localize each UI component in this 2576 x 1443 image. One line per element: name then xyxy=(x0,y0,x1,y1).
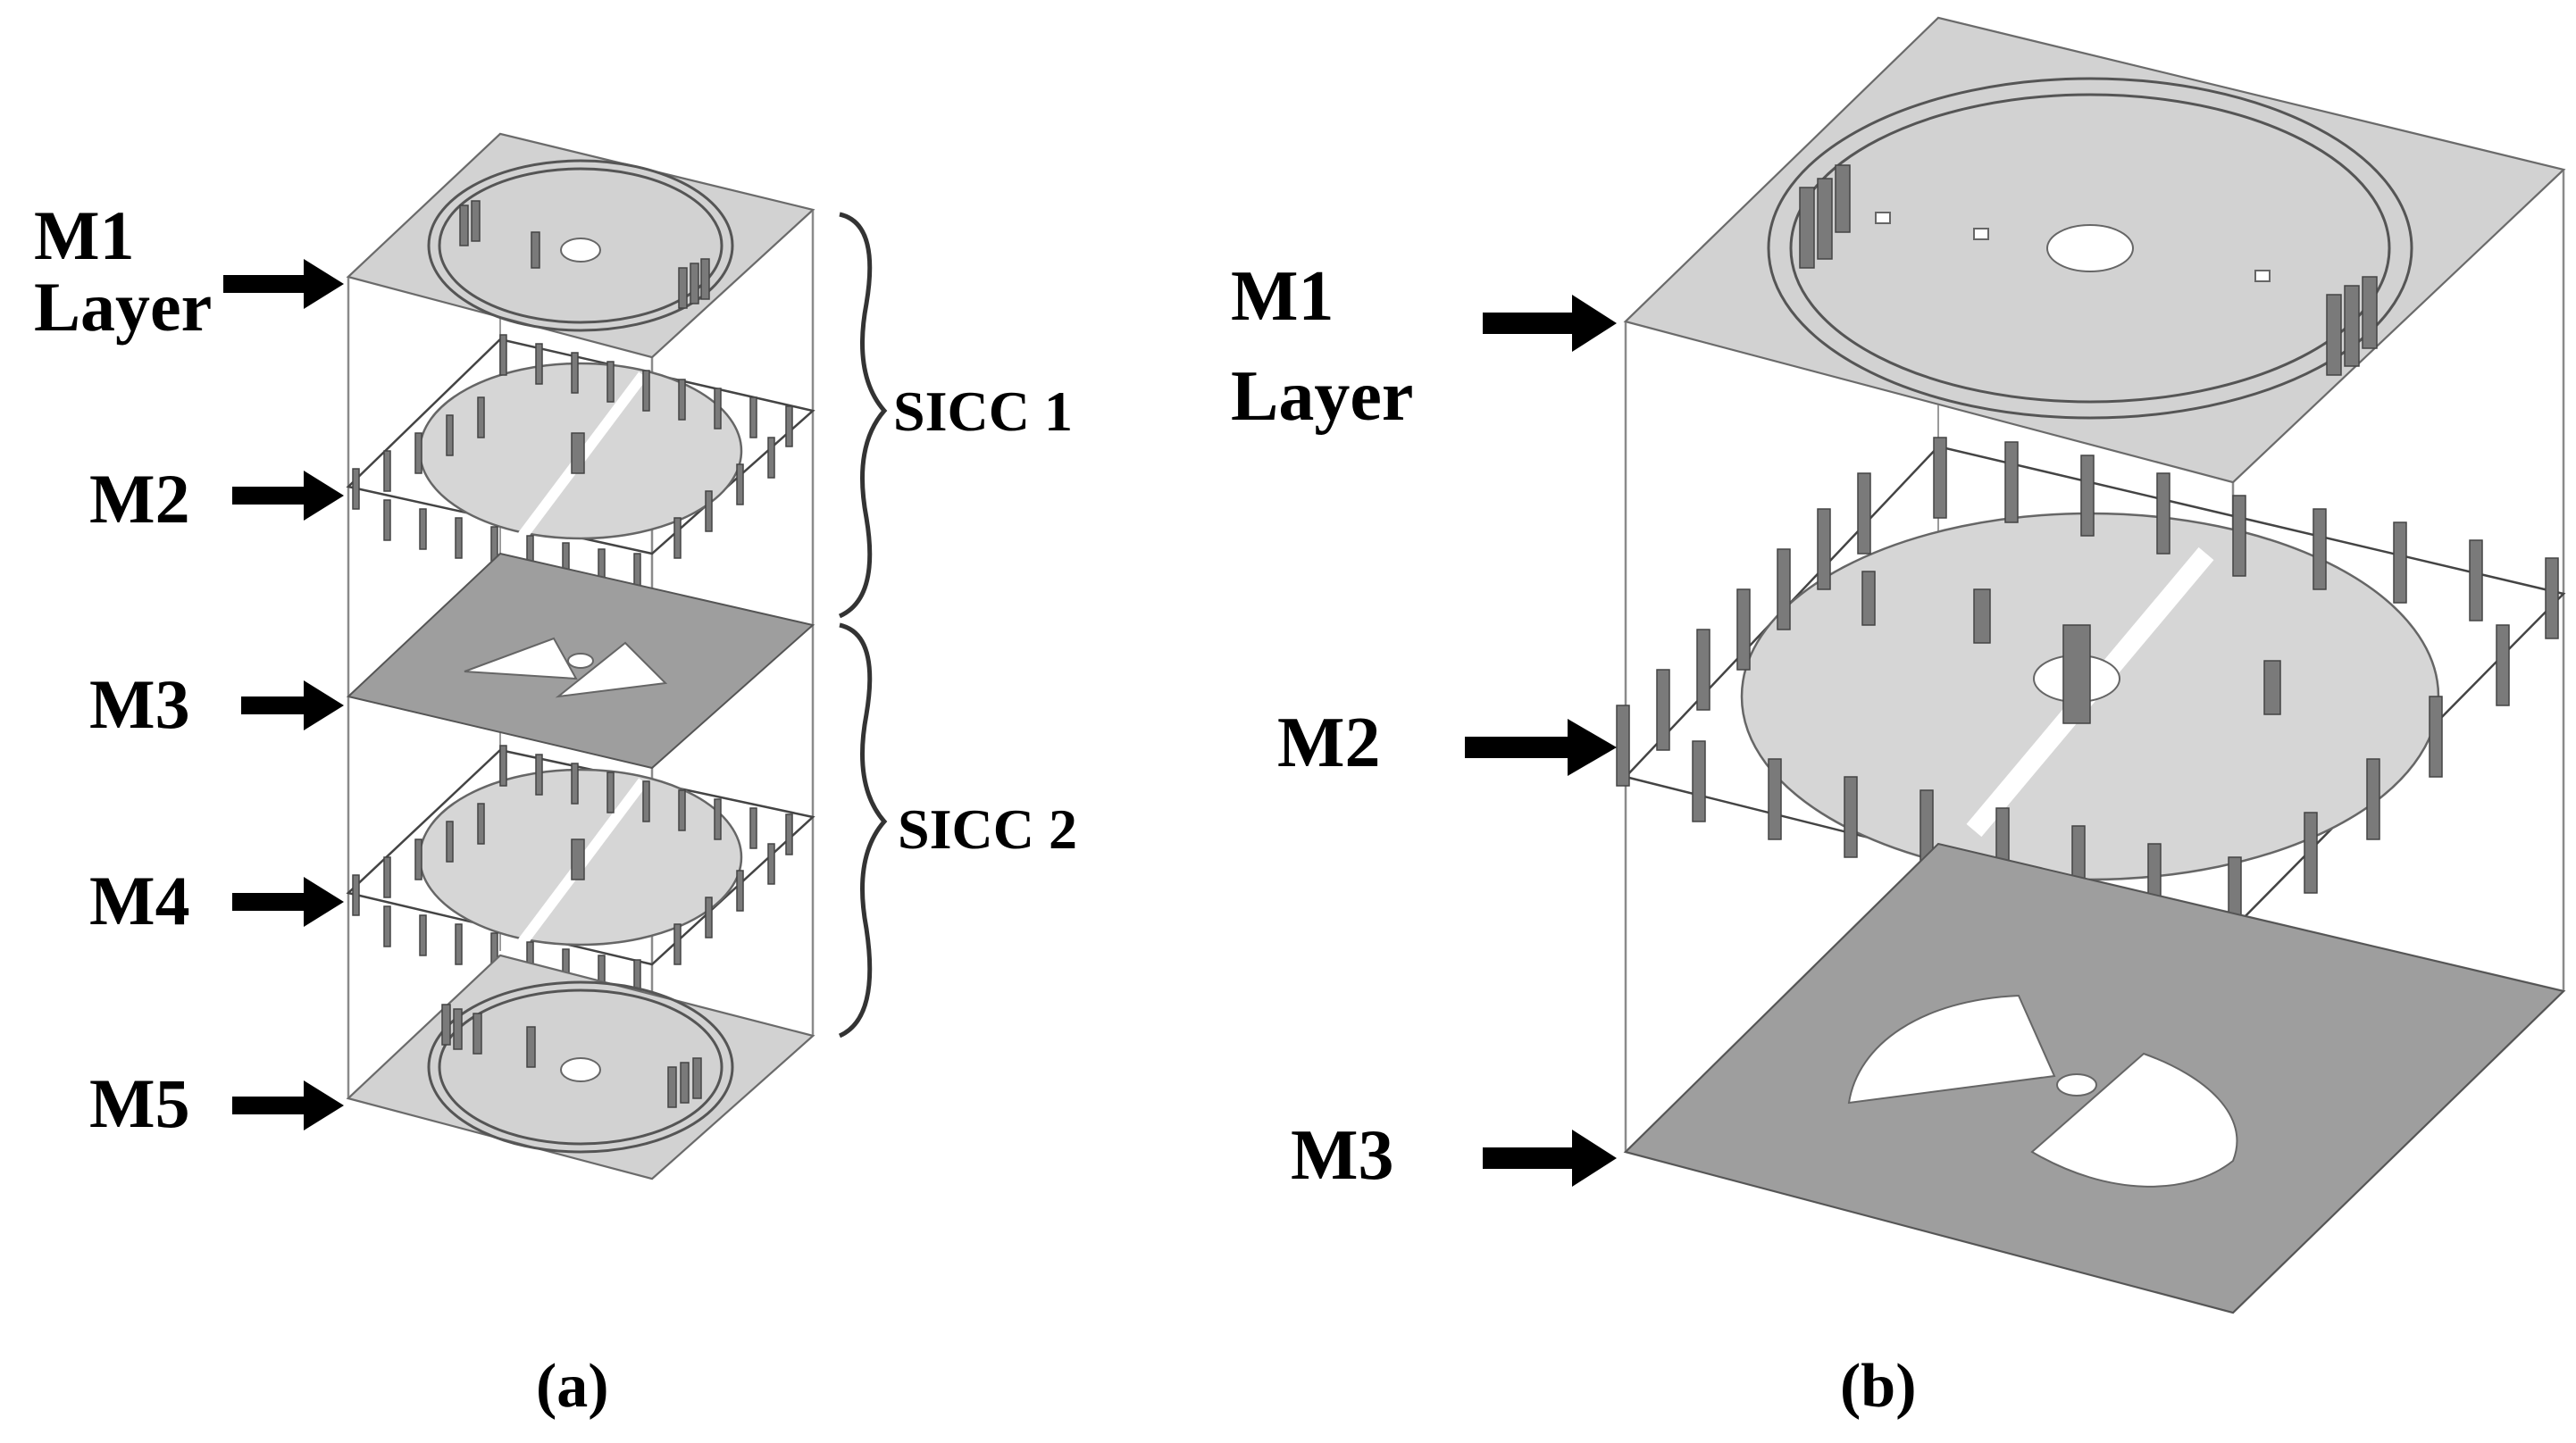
panel-a-m3-layer xyxy=(346,552,815,770)
panel-a-m1-layer xyxy=(347,132,815,359)
label-sicc2: SICC 2 xyxy=(898,797,1077,861)
panel-b-m3-layer xyxy=(1624,842,2566,1314)
brace-sicc1 xyxy=(838,212,888,619)
panel-b-m1-layer xyxy=(1624,16,2566,484)
label-m1-layer-b: Layer xyxy=(1231,357,1413,436)
panel-a-braces xyxy=(838,212,888,1038)
label-m3-a: M3 xyxy=(89,665,190,743)
label-m1-a: M1 xyxy=(34,196,135,274)
panel-a: M1 Layer M2 M3 M4 M5 SICC 1 SICC 2 (a) xyxy=(34,132,1077,1421)
panel-a-m2-layer xyxy=(346,334,815,595)
panel-a-m4-vias xyxy=(352,745,793,1001)
label-m2-a: M2 xyxy=(89,460,190,538)
brace-sicc2 xyxy=(838,622,888,1038)
label-sicc1: SICC 1 xyxy=(893,380,1073,443)
panel-a-m5-layer xyxy=(347,954,815,1180)
arrow-m4-a xyxy=(232,877,344,927)
caption-b: (b) xyxy=(1840,1352,1917,1421)
arrow-m5-a xyxy=(232,1080,344,1130)
arrow-m2-a xyxy=(232,471,344,521)
panel-b-m2-layer xyxy=(1616,437,2566,938)
label-m4-a: M4 xyxy=(89,862,190,939)
arrow-m3-a xyxy=(241,680,344,730)
arrow-m2-b xyxy=(1465,719,1617,776)
caption-a: (a) xyxy=(536,1352,609,1421)
panel-b-m2-vias xyxy=(1616,437,2559,938)
arrow-m1-b xyxy=(1483,295,1617,352)
label-m1-layer-a: Layer xyxy=(34,268,212,346)
panel-a-m2-vias xyxy=(352,334,793,595)
label-m1-b: M1 xyxy=(1231,257,1334,336)
label-m2-b: M2 xyxy=(1277,704,1381,782)
panel-b-arrows xyxy=(1465,295,1617,1187)
panel-a-arrows xyxy=(223,259,344,1130)
panel-b: M1 Layer M2 M3 (b) xyxy=(1231,16,2566,1421)
arrow-m1-a xyxy=(223,259,344,309)
panel-a-m4-layer xyxy=(346,745,815,1001)
label-m5-a: M5 xyxy=(89,1064,190,1142)
arrow-m3-b xyxy=(1483,1130,1617,1187)
label-m3-b: M3 xyxy=(1291,1116,1394,1195)
